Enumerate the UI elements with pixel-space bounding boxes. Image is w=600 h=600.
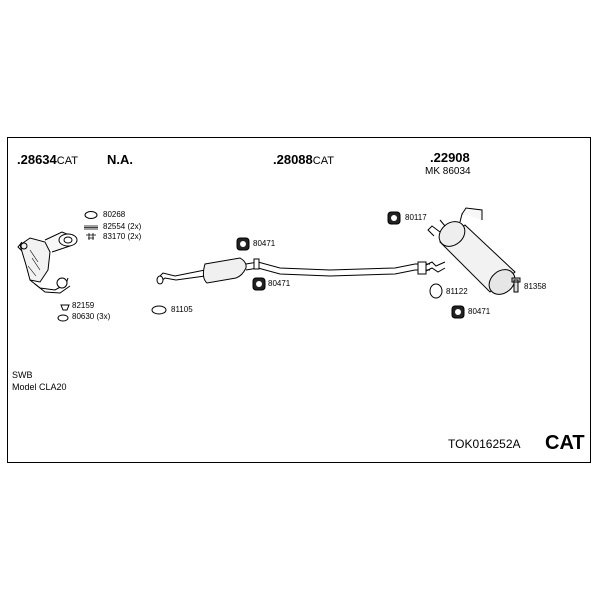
- middle-pipe-illustration: [156, 257, 430, 285]
- callout-81122: 81122: [446, 287, 468, 296]
- callout-80471-c: 80471: [468, 307, 491, 316]
- washer-icon: [57, 314, 69, 322]
- hanger-icon-d: [451, 305, 465, 319]
- hanger-icon-a: [236, 237, 250, 251]
- bolt-icon-rear: [511, 277, 521, 293]
- callout-82159: 82159: [72, 301, 95, 310]
- gasket-icon: [84, 211, 98, 219]
- callout-81105: 81105: [171, 305, 193, 314]
- bolt-icon: [86, 233, 96, 240]
- callout-80471-a: 80471: [253, 239, 276, 248]
- callout-80471-b: 80471: [268, 279, 291, 288]
- callout-82554: 82554 (2x): [103, 222, 142, 231]
- nut-icon: [60, 304, 70, 311]
- front-catalyst-illustration: [17, 231, 78, 294]
- callout-81358: 81358: [524, 282, 547, 291]
- rear-silencer-illustration: [417, 207, 516, 295]
- callout-80117: 80117: [405, 213, 427, 222]
- diagram-frame: [7, 137, 591, 463]
- spring-icon: [84, 225, 98, 230]
- rear-part-sub: MK 86034: [425, 166, 471, 177]
- rear-part-number: .22908: [430, 150, 470, 165]
- note-swb: SWB: [12, 370, 33, 380]
- front-part-number: .28634CAT: [17, 152, 78, 167]
- reference-code: TOK016252A: [448, 437, 521, 451]
- brand-label: CAT: [545, 432, 585, 454]
- na-label: N.A.: [107, 152, 133, 167]
- callout-80268: 80268: [103, 210, 126, 219]
- callout-83170: 83170 (2x): [103, 232, 142, 241]
- middle-part-number: .28088CAT: [273, 152, 334, 167]
- hanger-icon-c: [387, 211, 401, 225]
- callout-80630: 80630 (3x): [72, 312, 111, 321]
- ring-gasket-icon: [151, 305, 167, 315]
- ring-icon: [429, 283, 443, 299]
- note-model: Model CLA20: [12, 382, 67, 392]
- hanger-icon-b: [252, 277, 266, 291]
